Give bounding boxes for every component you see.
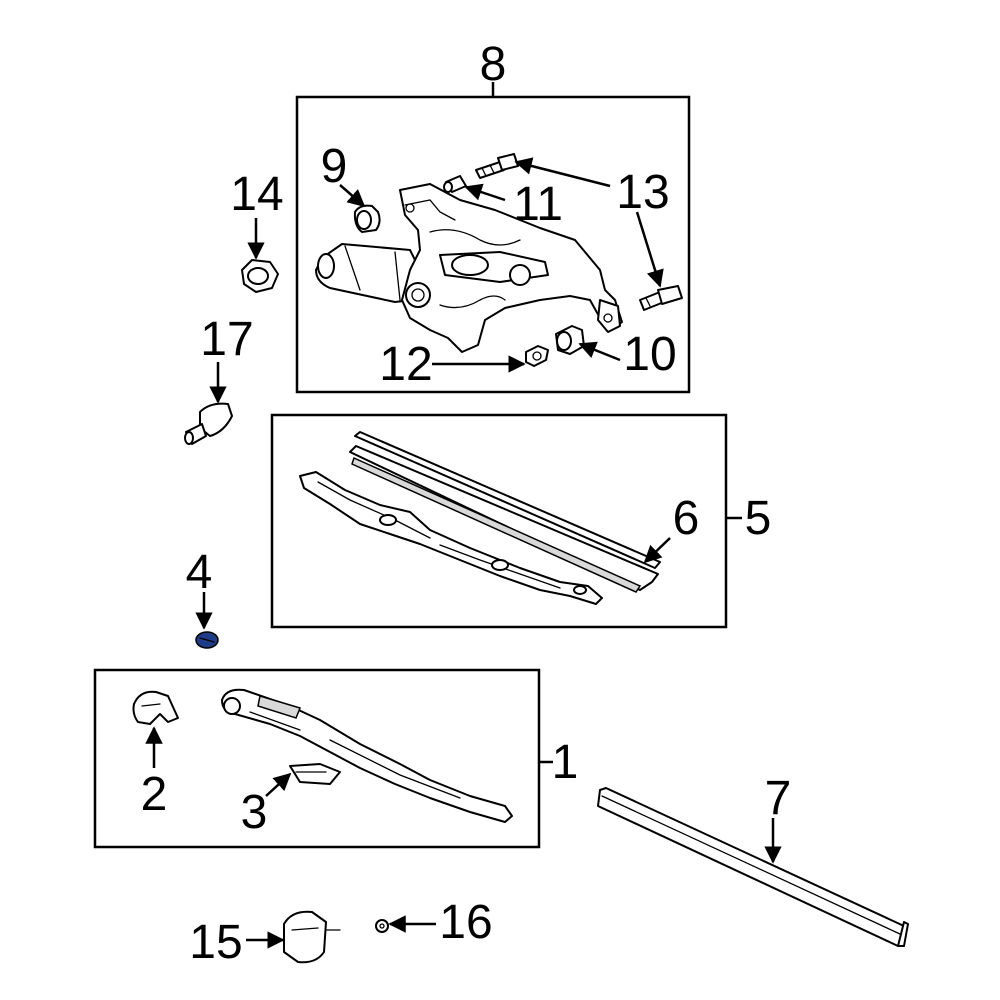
cap-part-10[interactable]	[555, 325, 585, 355]
callout-5: 5	[745, 492, 772, 545]
arm-assembly-box	[93, 668, 541, 849]
leader-9	[339, 184, 366, 208]
bolt-part-13-lower[interactable]	[639, 285, 683, 311]
leader-3	[265, 772, 292, 797]
callout-4: 4	[186, 546, 213, 599]
moulding-strip-part-7[interactable]	[597, 787, 909, 947]
callout-1: 1	[552, 736, 579, 789]
callout-10: 10	[623, 328, 676, 381]
callout-9: 9	[321, 140, 348, 193]
leader-11	[464, 183, 506, 202]
wiper-motor-part[interactable]	[315, 183, 623, 353]
grommet-part-9[interactable]	[353, 204, 381, 233]
leader-13a	[514, 157, 611, 188]
callout-6: 6	[673, 492, 700, 545]
cap-nut-part-4[interactable]	[195, 631, 219, 649]
callout-15: 15	[189, 916, 242, 969]
nut-part-12[interactable]	[525, 345, 549, 367]
callout-7: 7	[765, 772, 792, 825]
callout-16: 16	[439, 896, 492, 949]
washer-part-16[interactable]	[375, 919, 389, 933]
bolt-part-13-upper[interactable]	[475, 153, 519, 179]
callout-14: 14	[230, 168, 283, 221]
leader-13b	[635, 211, 664, 288]
leader-10	[578, 341, 621, 362]
grommet-part-17[interactable]	[184, 402, 233, 445]
blade-frame-part-5[interactable]	[299, 471, 603, 605]
callout-17: 17	[200, 313, 253, 366]
leader-6	[643, 537, 671, 564]
pad-part-3[interactable]	[289, 763, 341, 785]
cover-part-2[interactable]	[132, 690, 179, 725]
blade-refill-part-6[interactable]	[349, 431, 661, 593]
callout-8: 8	[480, 38, 507, 91]
bushing-part-11[interactable]	[443, 175, 467, 193]
wiper-arm-part-1[interactable]	[221, 688, 513, 823]
blade-assembly-box	[270, 413, 728, 629]
callout-11: 11	[513, 178, 563, 231]
callout-2: 2	[141, 768, 168, 821]
nut-part-14[interactable]	[241, 259, 279, 293]
callout-3: 3	[241, 786, 268, 839]
callout-13: 13	[616, 166, 669, 219]
connector-part-15[interactable]	[283, 910, 341, 964]
callout-12: 12	[379, 338, 432, 391]
